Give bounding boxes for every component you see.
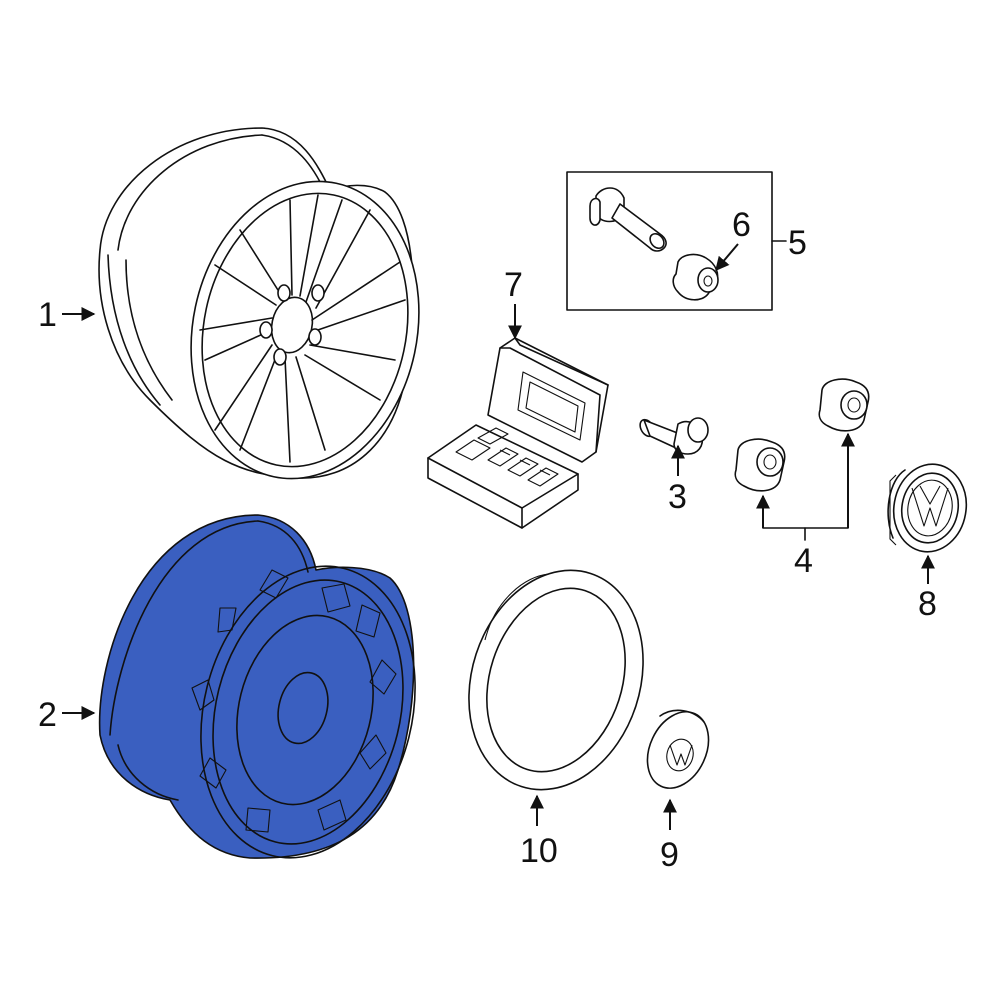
callout-6: 6: [732, 206, 751, 244]
callout-3: 3: [668, 478, 687, 516]
valve-stem[interactable]: [589, 187, 667, 252]
vw-logo-small-icon: [666, 738, 694, 772]
callout-7: 7: [504, 266, 523, 304]
centering-sleeve-upper[interactable]: [818, 378, 870, 432]
callout-5: 5: [788, 224, 807, 262]
callout-4: 4: [794, 542, 813, 580]
callout-1: 1: [38, 296, 57, 334]
callout-10: 10: [520, 832, 558, 870]
wheel-lock-kit[interactable]: [427, 337, 609, 529]
lug-bolt[interactable]: [637, 417, 709, 455]
valve-stem-kit-box[interactable]: [566, 171, 773, 311]
alloy-wheel[interactable]: [98, 127, 446, 500]
steel-wheel[interactable]: [98, 514, 445, 881]
callout-9: 9: [660, 836, 679, 874]
callout-6-arrow: [715, 243, 739, 272]
trim-ring[interactable]: [442, 548, 671, 813]
callout-2: 2: [38, 696, 57, 734]
centering-sleeve-lower[interactable]: [734, 438, 786, 492]
callout-8: 8: [918, 585, 937, 623]
center-cap[interactable]: [887, 458, 973, 557]
valve-cap[interactable]: [672, 253, 719, 301]
vw-logo-icon: [907, 479, 953, 537]
small-center-cap[interactable]: [636, 702, 721, 798]
